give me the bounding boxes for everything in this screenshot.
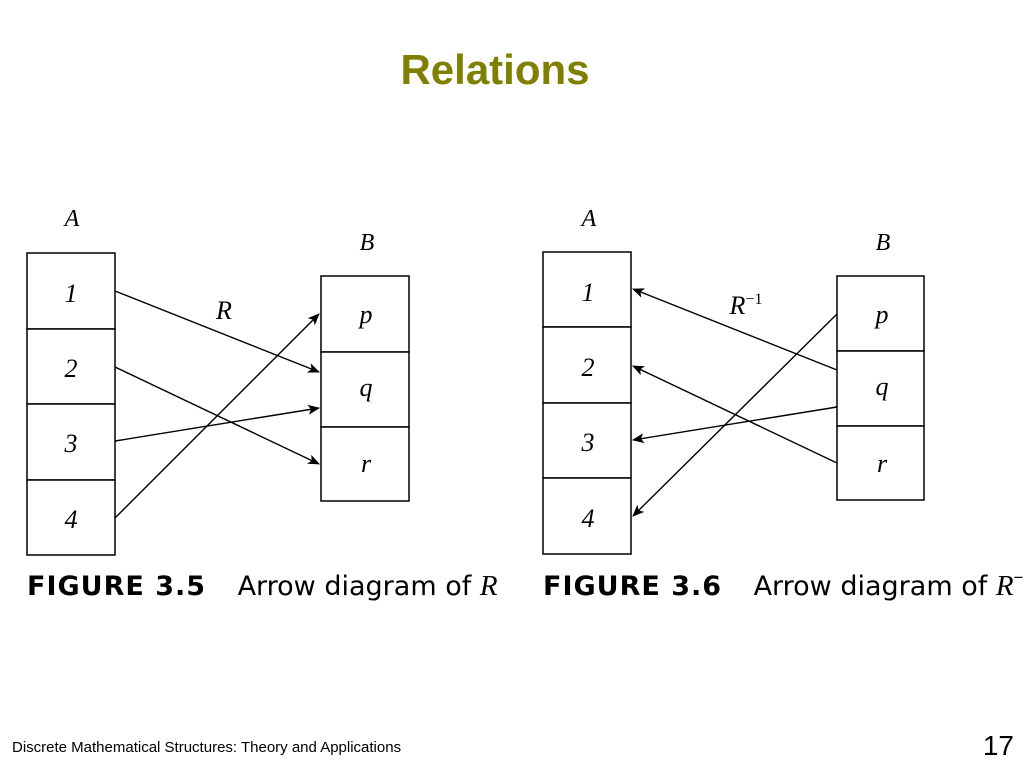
set-b-element: p [358,300,373,329]
set-a-element: 4 [65,505,78,534]
set-a-label: A [63,206,80,232]
arrow-1-q [114,290,320,373]
relation-label: R [215,296,232,325]
set-a-element: 3 [64,429,78,458]
set-b-element: q [876,372,889,401]
slide-footer: Discrete Mathematical Structures: Theory… [12,739,402,756]
set-a-box [542,251,632,555]
figure-3-5: A B 1 2 3 4 p q r R FIGURE 3.5 Arrow [26,206,498,602]
set-b-label: B [876,230,891,256]
set-b-element: q [360,373,373,402]
figure-caption: FIGURE 3.6 Arrow diagram of R−1 [543,568,1024,602]
arrow-p-4 [632,313,838,517]
arrow-q-3 [632,406,838,444]
caption-text: Arrow diagram of [238,571,480,602]
set-b-element: r [877,449,888,478]
arrow-3-q [114,404,320,442]
set-b-element: p [874,300,889,329]
set-a-box [26,252,116,556]
arrow-diagrams: A B 1 2 3 4 p q r R FIGURE 3.5 Arrow [26,206,1024,602]
arrow-4-p [114,313,320,519]
caption-number: FIGURE 3.6 [543,571,722,602]
set-b-element: r [361,449,372,478]
caption-sup: −1 [1014,568,1024,587]
set-a-label: A [580,206,597,232]
set-a-element: 2 [582,353,595,382]
set-a-element: 1 [65,279,78,308]
relation-arrows [114,290,320,519]
caption-number: FIGURE 3.5 [27,571,206,602]
caption-symbol: R [995,570,1014,602]
set-a-element: 1 [582,278,595,307]
set-a-element: 3 [581,428,595,457]
set-b-box [836,275,925,501]
set-a-element: 2 [65,354,78,383]
figure-caption: FIGURE 3.5 Arrow diagram of R [27,570,498,602]
caption-text: Arrow diagram of [754,571,996,602]
caption-symbol: R [479,570,498,602]
set-a-element: 4 [582,504,595,533]
slide-title: Relations [400,46,590,93]
set-b-box [320,275,410,502]
page-number: 17 [982,730,1014,761]
set-b-label: B [360,230,375,256]
relation-label: R−1 [729,291,763,320]
relation-arrows [632,288,838,517]
arrow-q-1 [632,288,838,371]
figure-3-6: A B 1 2 3 4 p q r R−1 FIGURE 3.6 Arr [542,206,1024,602]
